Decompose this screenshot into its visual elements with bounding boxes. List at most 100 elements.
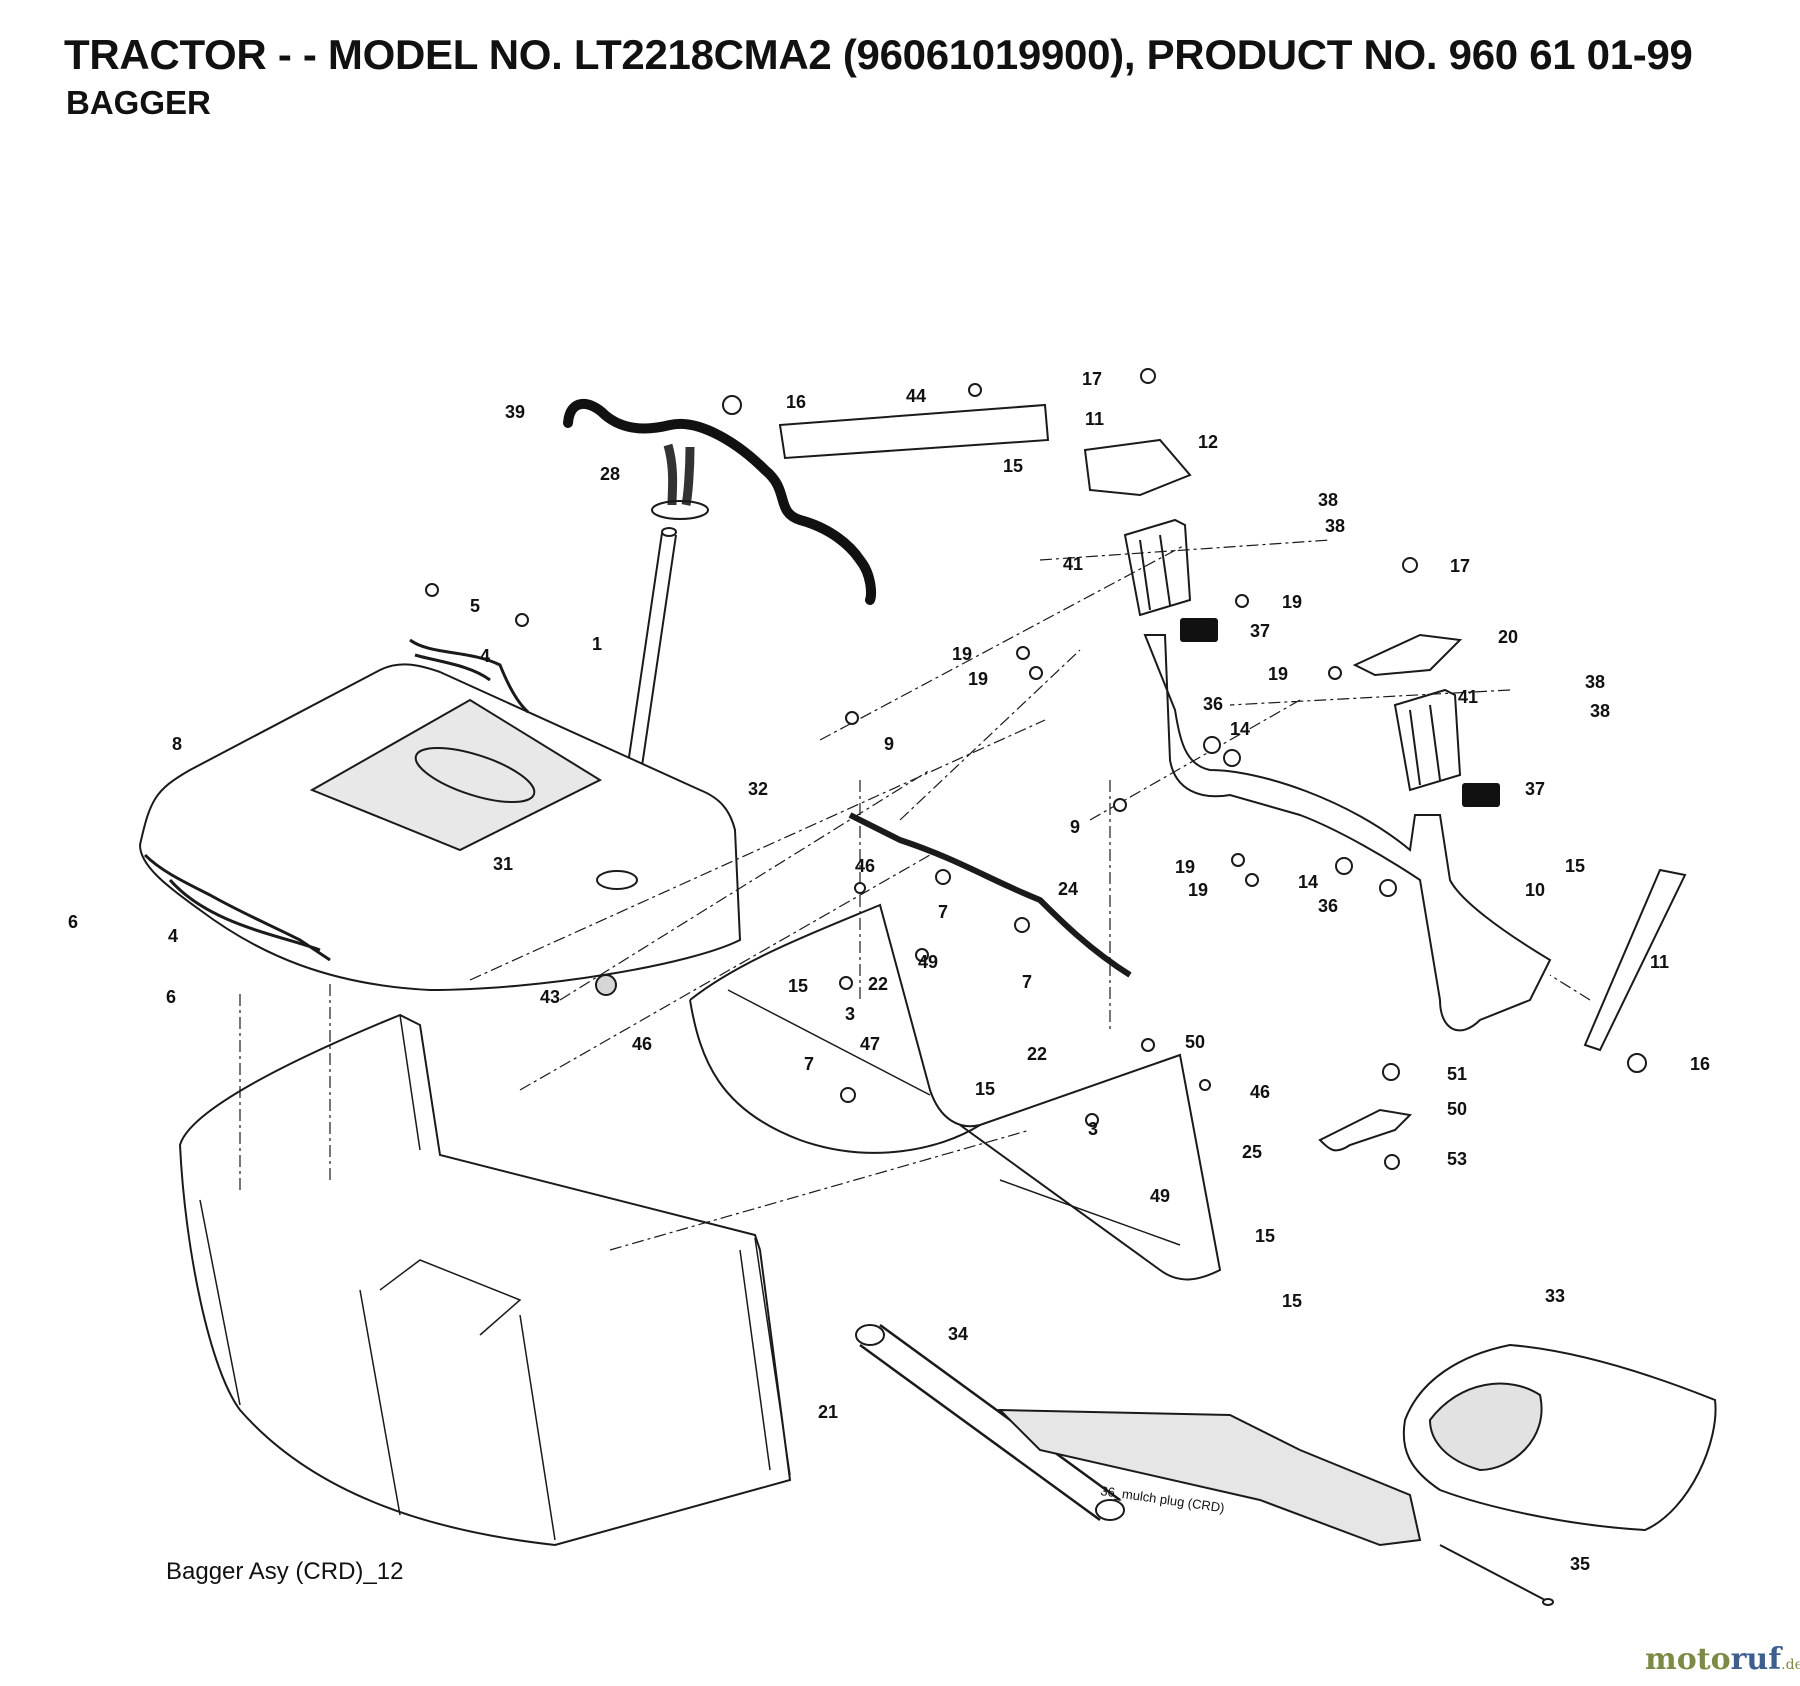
callout-15b: 15	[1565, 856, 1585, 876]
callout-6b: 6	[166, 987, 176, 1007]
callout-49: 47	[860, 1034, 880, 1054]
callout-9b: 9	[1070, 817, 1080, 837]
callout-19c: 19	[968, 669, 988, 689]
part-36-washer-a	[1203, 736, 1221, 754]
part-47-frame	[689, 903, 1222, 1281]
callout-41b: 41	[1458, 687, 1478, 707]
part-21-bag	[178, 1013, 792, 1547]
part-34-tube	[859, 1323, 1121, 1522]
callout-38d: 38	[1590, 701, 1610, 721]
callout-36: 36	[1203, 694, 1223, 714]
part-7-washer-b	[1014, 917, 1030, 933]
part-7-washer-a	[935, 869, 951, 885]
part-4-handle-upper	[409, 638, 530, 714]
callout-38: 38	[1318, 490, 1338, 510]
callout-11b: 11	[1650, 952, 1669, 972]
part-37-plug-a	[1180, 618, 1218, 642]
callout-19f: 19	[1188, 880, 1208, 900]
callout-17: 17	[1082, 369, 1102, 389]
callout-37b: 37	[1525, 779, 1545, 799]
part-19-nut-c	[1235, 594, 1249, 608]
part-46-clip-b	[1199, 1079, 1211, 1091]
callout-15f: 15	[1282, 1291, 1302, 1311]
page-title: TRACTOR - - MODEL NO. LT2218CMA2 (960610…	[64, 31, 1693, 78]
callout-14b: 14	[1298, 872, 1318, 892]
part-35-pin	[1439, 1544, 1546, 1601]
callout-47: 46	[632, 1034, 652, 1054]
callout-6: 6	[68, 912, 78, 932]
part-53-nut	[1382, 1063, 1400, 1081]
callout-54: 53	[1447, 1149, 1467, 1169]
callout-17b: 17	[1450, 556, 1470, 576]
callout-50b: 50	[1185, 1032, 1205, 1052]
callout-46: 46	[855, 856, 875, 876]
callout-38b: 38	[1325, 516, 1345, 536]
callout-7b: 7	[1022, 972, 1032, 992]
part-9-bolt-b	[1113, 798, 1127, 812]
part-17-screw-top	[1140, 368, 1156, 384]
callout-4b: 4	[168, 926, 178, 946]
callout-39: 39	[505, 402, 525, 422]
part-3-nut-b	[1085, 1113, 1099, 1127]
part-5-screw-b	[515, 613, 529, 627]
callout-24: 24	[1058, 879, 1078, 899]
callout-14: 14	[1230, 719, 1250, 739]
callout-15d: 15	[975, 1079, 995, 1099]
callout-36b: 36	[1318, 896, 1338, 916]
diagram-caption: Bagger Asy (CRD)_12	[166, 1558, 404, 1585]
callout-28: 28	[600, 464, 620, 484]
callout-50: 49	[918, 952, 938, 972]
callout-43: 43	[540, 987, 560, 1007]
callout-8: 8	[172, 734, 182, 754]
callout-1: 1	[592, 634, 602, 654]
callout-3b: 3	[1088, 1119, 1098, 1139]
part-17-screw-right	[1402, 557, 1418, 573]
part-51-lever	[1318, 1108, 1413, 1152]
callout-7: 7	[938, 902, 948, 922]
callout-22: 22	[868, 974, 888, 994]
part-9-bolt-a	[845, 711, 859, 725]
part-11-plate-side	[1583, 868, 1687, 1052]
callout-31: 31	[493, 854, 513, 874]
callout-16b: 16	[1690, 1054, 1710, 1074]
part-19-nut-f	[1245, 873, 1259, 887]
callout-9: 9	[884, 734, 894, 754]
part-3-nut-a	[839, 976, 853, 990]
part-19-nut-a	[1016, 646, 1030, 660]
part-41-bracket-b	[1393, 688, 1462, 792]
part-24-rod	[848, 812, 1132, 978]
callout-labels: 39 28 1 5 4 8 31 32 6 4 6 43 21 16 44 11…	[68, 369, 1710, 1574]
callout-38c: 38	[1585, 672, 1605, 692]
callout-35: 35	[1570, 1554, 1590, 1574]
callout-46b: 46	[1250, 1082, 1270, 1102]
part-20-bracket	[1352, 633, 1463, 677]
part-43-plug	[595, 974, 617, 996]
callout-19e: 19	[1175, 857, 1195, 877]
callout-34: 34	[948, 1324, 968, 1344]
callout-11: 11	[1085, 409, 1104, 429]
part-14-bolt-b	[1335, 857, 1353, 875]
part-5-screw-a	[425, 583, 439, 597]
part-46-clip-a	[854, 882, 866, 894]
callout-4: 4	[480, 646, 490, 666]
callout-37: 37	[1250, 621, 1270, 641]
callout-53: 51	[1447, 1064, 1467, 1084]
callout-19: 19	[1282, 592, 1302, 612]
callout-41: 41	[1063, 554, 1083, 574]
part-19-nut-b	[1029, 666, 1043, 680]
part-36-washer-b	[1379, 879, 1397, 897]
callout-21: 21	[818, 1402, 838, 1422]
part-14-bolt-a	[1223, 749, 1241, 767]
part-10-bracket	[1143, 634, 1552, 1032]
callout-15: 15	[1003, 456, 1023, 476]
part-37-plugs	[1180, 618, 1500, 807]
callout-19b: 19	[952, 644, 972, 664]
part-19-nut-e	[1231, 853, 1245, 867]
callout-22b: 22	[1027, 1044, 1047, 1064]
callout-32: 32	[748, 779, 768, 799]
part-28-grip	[663, 443, 695, 506]
callout-25: 25	[1242, 1142, 1262, 1162]
callout-51: 50	[1447, 1099, 1467, 1119]
callout-19d: 19	[1268, 664, 1288, 684]
